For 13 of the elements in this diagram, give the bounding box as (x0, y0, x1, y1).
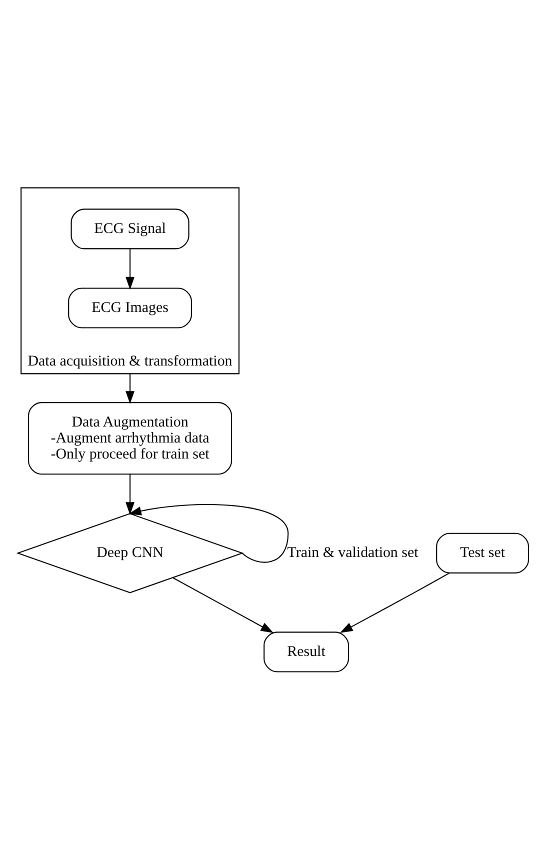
node-box: Result (264, 632, 350, 672)
arrow (126, 374, 135, 404)
node-box: ECG Images (68, 288, 192, 328)
node-box: ECG Signal (70, 208, 190, 250)
arrow (128, 504, 289, 563)
node-diamond: Deep CNN (16, 513, 244, 594)
arrow (340, 572, 450, 633)
arrow (126, 249, 135, 290)
edge-label: Train & validation set (287, 545, 418, 562)
node-box: Data Augmentation -Augment arrhythmia data -Only proceed for train set (28, 402, 232, 475)
arrow (126, 474, 135, 515)
arrow (172, 577, 274, 633)
node-box: Test set (436, 532, 530, 574)
